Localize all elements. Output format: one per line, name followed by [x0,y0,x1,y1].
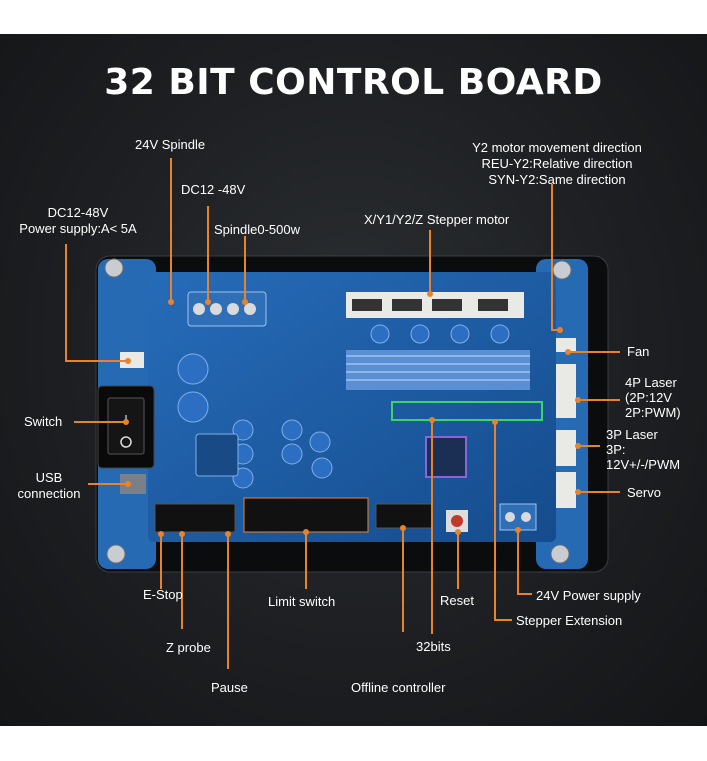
label-z-probe: Z probe [166,640,211,655]
control-board-illustration: I [65,158,620,669]
label-4p-laser-line2: (2P:12V [625,390,672,405]
label-32bits: 32bits [416,639,451,654]
label-y2-line3: SYN-Y2:Same direction [488,172,626,187]
label-pause: Pause [211,680,248,695]
label-estop: E-Stop [143,587,183,602]
label-servo: Servo [627,485,661,500]
label-4p-laser-line3: 2P:PWM) [625,405,681,420]
label-fan: Fan [627,344,650,359]
label-power-supply: DC12-48V Power supply:A< 5A [14,205,142,237]
label-power-supply-line1: DC12-48V [47,205,109,220]
label-y2-line1: Y2 motor movement direction [472,140,642,155]
label-4p-laser: 4P Laser (2P:12V 2P:PWM) [625,375,681,420]
image-panel: 32 BIT CONTROL BOARD [0,34,707,726]
label-stepper-motor: X/Y1/Y2/Z Stepper motor [364,212,510,227]
label-stepper-extension: Stepper Extension [516,613,623,628]
label-24v-spindle: 24V Spindle [135,137,206,152]
label-reset: Reset [440,593,474,608]
label-4p-laser-line1: 4P Laser [625,375,677,390]
label-24v-power-supply: 24V Power supply [536,588,641,603]
label-3p-laser-line3: 12V+/-/PWM [606,457,681,472]
label-3p-laser-line1: 3P Laser [606,427,658,442]
label-switch: Switch [24,414,63,429]
label-y2-line2: REU-Y2:Relative direction [481,156,633,171]
page-title: 32 BIT CONTROL BOARD [104,62,603,103]
label-3p-laser-line2: 3P: [606,442,626,457]
label-limit-switch: Limit switch [268,594,336,609]
label-power-supply-line2: Power supply:A< 5A [19,221,137,236]
label-3p-laser: 3P Laser 3P: 12V+/-/PWM [606,427,680,472]
label-usb-line1: USB [35,470,63,485]
label-dc12-48v: DC12 -48V [181,182,246,197]
label-usb: USB connection [8,470,90,502]
label-spindle-power: Spindle0-500w [214,222,301,237]
label-usb-line2: connection [17,486,81,501]
label-offline-controller: Offline controller [351,680,446,695]
label-y2-direction: Y2 motor movement direction REU-Y2:Relat… [442,140,672,188]
